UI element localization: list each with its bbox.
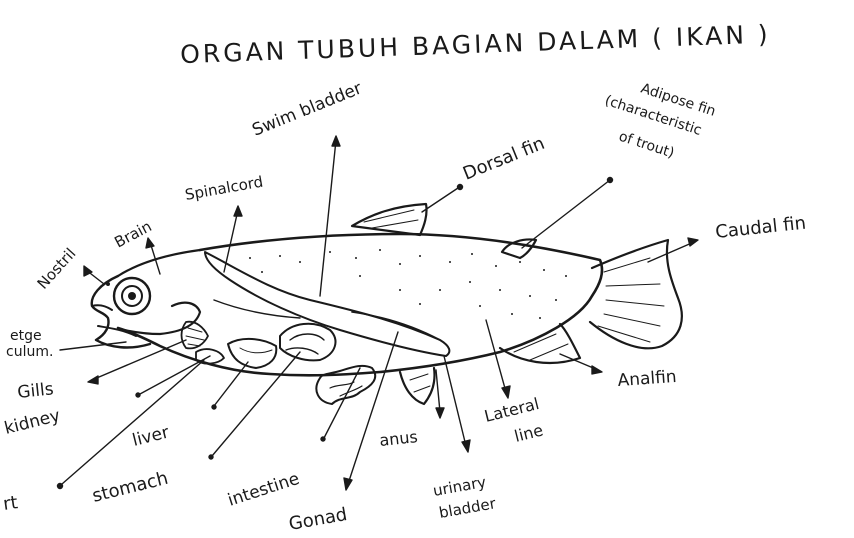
caudal-fin-shape (590, 240, 682, 348)
label-kidney: kidney (2, 406, 62, 439)
stomach-shape (280, 324, 335, 361)
label-anus: anus (378, 427, 418, 450)
operculum (124, 303, 200, 334)
label-urinary-bladder-line2: bladder (438, 494, 498, 522)
label-lateral-line-1: Lateral (482, 394, 541, 426)
label-lateral-line-2: line (512, 420, 545, 445)
label-liver: liver (130, 423, 171, 451)
labels: Swim bladder Adipose fin (characteristic… (2, 79, 807, 535)
label-pseudobranch-line1: etge (10, 328, 42, 344)
eye (114, 278, 150, 314)
body-outline (118, 234, 602, 375)
label-intestine: intestine (225, 469, 302, 511)
label-pseudobranch-line2: culum. (6, 344, 53, 360)
label-nostril: Nostril (34, 245, 80, 293)
label-gills: Gills (16, 379, 54, 403)
label-caudal-fin: Caudal fin (714, 213, 807, 243)
kidney-shape (214, 300, 300, 318)
body-speckles (249, 249, 567, 319)
diagram-title: ORGAN TUBUH BAGIAN DALAM ( IKAN ) (180, 20, 771, 70)
label-swim-bladder: Swim bladder (249, 79, 364, 141)
label-heart: rt (2, 492, 19, 515)
label-dorsal-fin: Dorsal fin (460, 133, 548, 185)
label-gonad: Gonad (287, 504, 349, 535)
label-stomach: stomach (90, 468, 170, 507)
dorsal-fin-shape (352, 204, 427, 235)
liver-shape (228, 339, 276, 368)
label-spinal-cord: Spinalcord (184, 173, 265, 204)
label-adipose-fin-line3: of trout) (617, 129, 676, 162)
gills-shape (182, 322, 209, 349)
label-anal-fin: Analfin (617, 367, 677, 391)
